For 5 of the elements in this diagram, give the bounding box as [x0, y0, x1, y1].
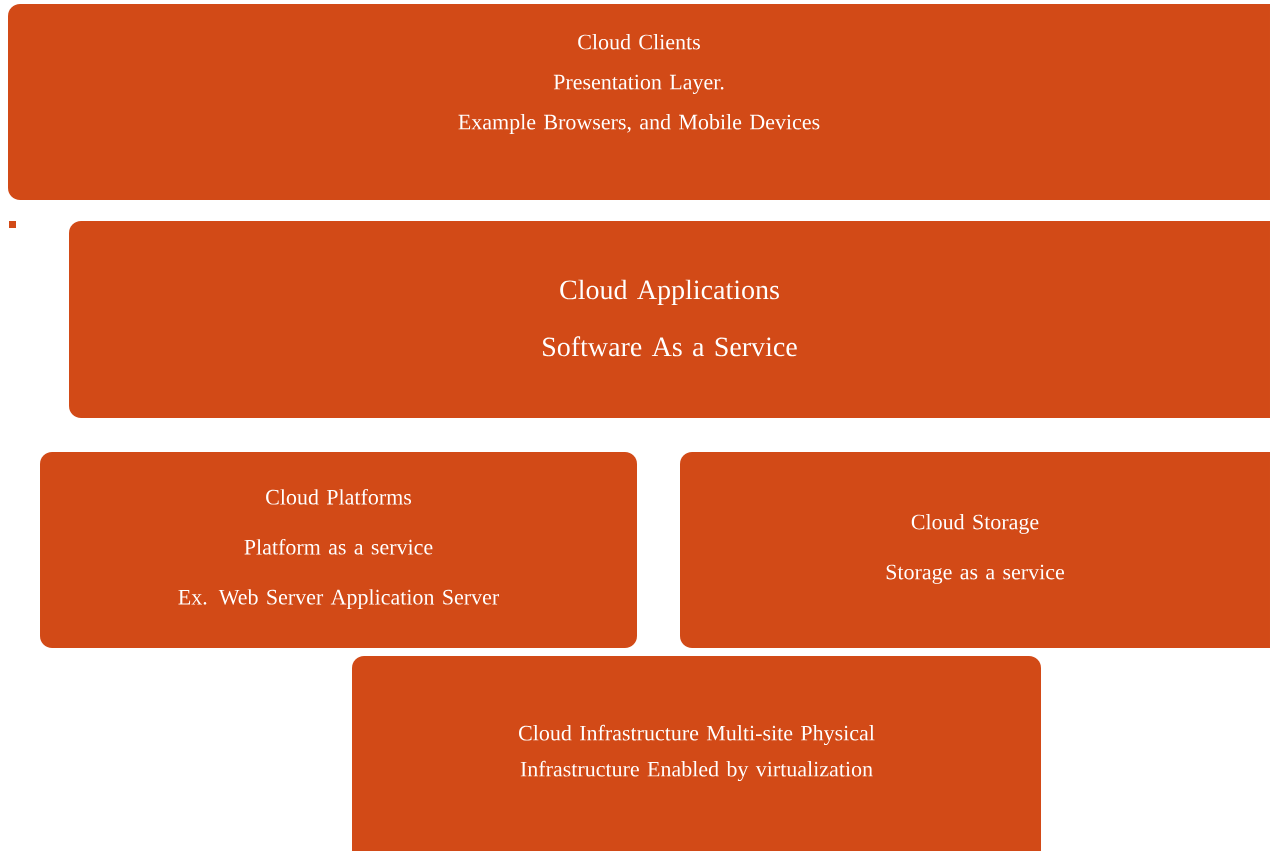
layer-box: Cloud Clients Presentation Layer. Example Browsers, and Mobile Devices [8, 4, 1270, 200]
layer-box: Cloud Storage Storage as a service [680, 452, 1270, 648]
layer-box: Cloud Platforms Platform as a service Ex. Web Server Application Server [40, 452, 637, 648]
layer-box: Cloud Applications Software As a Service [69, 221, 1270, 418]
layer-box: Cloud Infrastructure Multi-site Physical Infrastructure Enabled by virtualization [352, 656, 1041, 851]
